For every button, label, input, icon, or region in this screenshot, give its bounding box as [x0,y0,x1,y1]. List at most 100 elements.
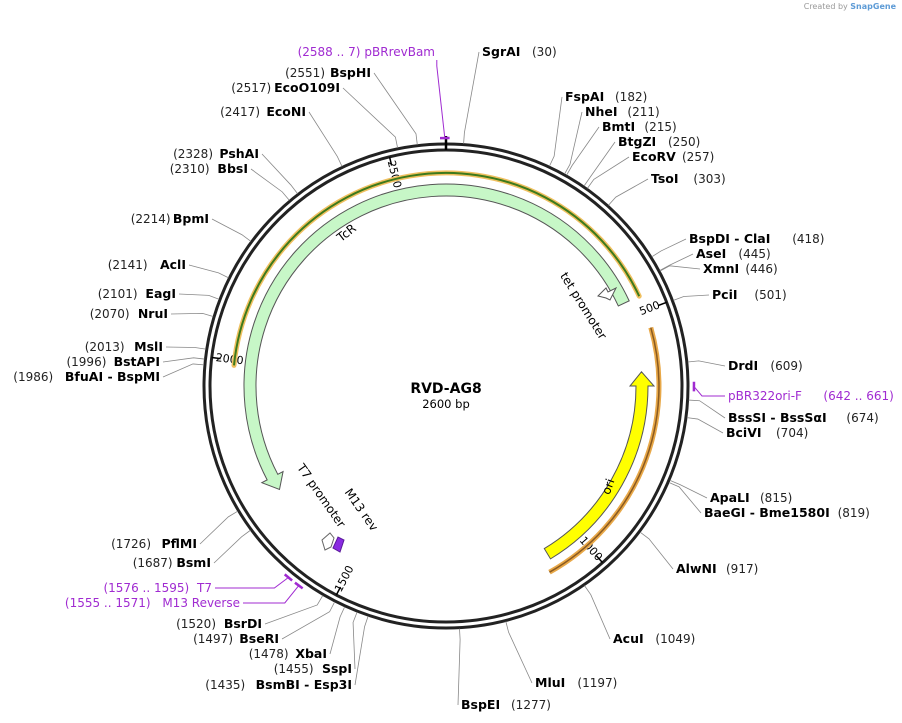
site-position: (215) [644,120,676,134]
site-name: BciVI [726,425,762,440]
site-position: (819) [838,506,870,520]
tick-mark [335,586,342,596]
site-name: BmtI [602,119,635,134]
site-name: AcuI [613,631,644,646]
tick-mark [657,301,667,307]
primer-range: (2588 .. 7) [298,45,361,59]
restriction-site: BstAPI(1996) [66,354,160,369]
restriction-site: BaeGI - Bme1580I(819) [704,505,870,520]
site-connector [250,168,290,201]
restriction-site: PshAI(2328) [173,146,259,161]
restriction-site: AlwNI (917) [676,561,758,576]
site-name: BtgZI [618,134,656,149]
site-position: (2328) [173,147,213,161]
primer-annotation: M13 Reverse(1555 .. 1571) [65,585,300,610]
site-name: ApaLI [710,490,750,505]
restriction-site: XmnI(446) [703,261,778,276]
primer-name: pBR322ori-F [728,389,802,403]
site-connector [505,621,533,684]
site-connector [354,616,369,686]
site-connector [659,265,701,272]
site-name: AlwNI [676,561,717,576]
primer-layer: pBRrevBam(2588 .. 7) pBR322ori-F (642 .. 6… [65,45,894,610]
restriction-site: NheI(211) [585,104,660,119]
site-position: (257) [682,150,714,164]
site-connector [686,417,724,434]
restriction-sites: SgrAI(30)FspAI(182)NheI(211)BmtI(215)Btg… [13,44,878,712]
snapgene-watermark: Created by SnapGene [804,2,896,11]
site-connector [549,96,563,167]
restriction-site: BsrDI(1520) [176,616,262,631]
restriction-site: SgrAI(30) [482,44,557,59]
site-name: EcoRV [632,149,676,164]
primer-marker [283,573,293,582]
site-connector [308,111,343,167]
site-position: (1478) [249,647,289,661]
restriction-site: AclI(2141) [108,257,186,272]
site-position: (182) [615,90,647,104]
primer-range: (642 .. 661) [823,389,893,403]
site-position: (2101) [98,287,138,301]
site-position: (1497) [193,632,233,646]
tet-promoter-arrow [597,286,618,301]
site-position: (1520) [176,617,216,631]
site-position: (1277) [511,698,551,712]
site-position: (2310) [170,162,210,176]
site-name: AclI [160,257,186,272]
tick-label: 2000 [215,351,244,367]
site-connector [688,399,726,419]
primer-marker [294,581,304,590]
ori-label: ori [599,477,617,496]
restriction-site: TsoI(303) [651,171,726,186]
site-connector [564,111,583,175]
restriction-site: BmtI (215) [602,119,677,134]
site-position: (211) [627,105,659,119]
primer-connector [693,386,725,397]
restriction-site: BsmI(1687) [133,555,211,570]
tick-mark [211,356,221,360]
restriction-site: PciI (501) [712,287,787,302]
tcr-feature-arrow [243,183,630,491]
site-connector [342,87,398,148]
site-position: (501) [754,288,786,302]
plasmid-size: 2600 bp [422,397,470,411]
site-connector [457,628,461,706]
restriction-site: BsmBI - Esp3I(1435) [205,677,352,692]
tick-mark [595,555,604,564]
site-position: (30) [532,45,557,59]
site-name: BpmI [173,211,209,226]
site-name: BseRI [239,631,279,646]
tick-label: 2500 [385,159,404,189]
site-connector [587,156,630,189]
site-position: (446) [745,262,777,276]
site-connector [566,126,600,176]
site-position: (917) [726,562,758,576]
restriction-site: BspEI(1277) [461,697,551,712]
primer-annotation: T7(1576 .. 1595) [103,577,289,595]
primer-annotation: pBRrevBam(2588 .. 7) [298,45,446,139]
site-name: PciI [712,287,738,302]
site-name: BsmI [176,555,211,570]
site-connector [199,510,238,545]
site-name: DrdI [728,358,758,373]
restriction-site: BtgZI(250) [618,134,700,149]
site-connector [668,482,702,514]
site-connector [669,479,708,499]
site-position: (674) [846,411,878,425]
site-connector [463,51,480,144]
restriction-site: NruI(2070) [90,306,168,321]
site-name: XbaI [295,646,327,661]
plasmid-center-label: RVD-AG8 2600 bp [410,381,481,411]
site-connector [583,141,616,187]
site-position: (609) [770,359,802,373]
site-position: (303) [693,172,725,186]
site-position: (2517) [231,81,271,95]
plasmid-name: RVD-AG8 [410,381,481,397]
site-name: BstAPI [114,354,160,369]
site-connector [170,312,214,317]
restriction-site: ApaLI(815) [710,490,792,505]
site-name: BsmBI - Esp3I [256,677,352,692]
restriction-site: AseI(445) [696,246,771,261]
orf-arc [233,171,641,366]
